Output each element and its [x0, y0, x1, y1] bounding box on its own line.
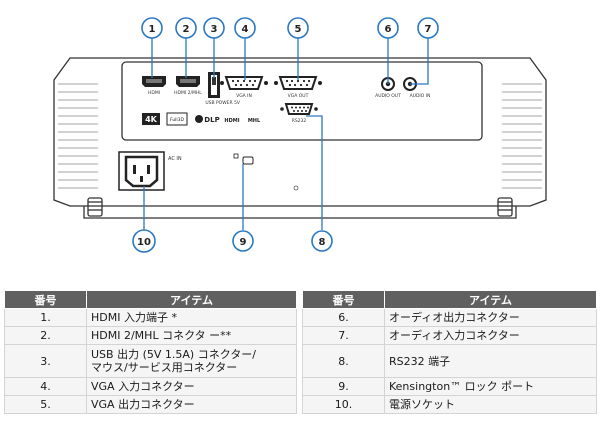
logo-4k-text: 4K [145, 115, 158, 124]
row-item: HDMI 入力端子 * [86, 308, 297, 327]
row-number: 1. [4, 308, 87, 327]
connector-table-right: 番号 アイテム 6. オーディオ出力コネクター 7. オーディオ入力コネクター … [302, 290, 597, 414]
projector-rear-diagram: HDMI HDMI 2/MHL USB POWER 5V VGA IN [53, 17, 547, 253]
audio-out-label: AUDIO OUT [375, 93, 401, 99]
callout-leader-lines [143, 38, 429, 230]
column-header-item: アイテム [384, 290, 597, 309]
svg-text:10: 10 [137, 237, 151, 248]
table-row: 3. USB 出力 (5V 1.5A) コネクター/ マウス/サービス用コネクタ… [4, 344, 297, 378]
callout-4: 4 [234, 17, 256, 39]
callout-8: 8 [311, 230, 333, 252]
row-item: VGA 入力コネクター [86, 377, 297, 396]
row-item: オーディオ入力コネクター [384, 326, 597, 345]
svg-text:4: 4 [242, 24, 249, 35]
row-item: USB 出力 (5V 1.5A) コネクター/ マウス/サービス用コネクター [86, 344, 297, 378]
row-number: 7. [302, 326, 385, 345]
row-number: 9. [302, 377, 385, 396]
vga-in-label: VGA IN [236, 93, 252, 99]
table-header-row: 番号 アイテム [4, 290, 297, 309]
row-item-line-1: USB 出力 (5V 1.5A) コネクター/ [91, 348, 256, 361]
callout-6: 6 [377, 17, 399, 39]
vga-out-port-icon [274, 76, 322, 90]
row-item: オーディオ出力コネクター [384, 308, 597, 327]
svg-text:3: 3 [211, 24, 218, 35]
vga-in-port-icon [220, 76, 268, 90]
svg-text:5: 5 [295, 24, 302, 35]
svg-text:8: 8 [319, 237, 326, 248]
table-row: 6. オーディオ出力コネクター [302, 308, 597, 327]
vga-out-label: VGA OUT [288, 93, 309, 99]
logo-4k-icon: 4K [142, 113, 160, 125]
row-number: 8. [302, 344, 385, 378]
rs232-port-icon [280, 103, 318, 115]
table-row: 7. オーディオ入力コネクター [302, 326, 597, 345]
kensington-lock-icon [233, 153, 254, 165]
callout-7: 7 [417, 17, 439, 39]
callout-3: 3 [203, 17, 225, 39]
callout-bubbles: 1 2 3 4 5 6 7 8 9 10 [132, 17, 439, 253]
table-row: 5. VGA 出力コネクター [4, 395, 297, 414]
row-number: 6. [302, 308, 385, 327]
svg-text:9: 9 [240, 237, 247, 248]
audio-in-label: AUDIO IN [410, 93, 431, 99]
row-item-line-2: マウス/サービス用コネクター [91, 361, 238, 374]
row-number: 3. [4, 344, 87, 378]
ac-in-label: AC IN [168, 156, 182, 162]
callout-5: 5 [287, 17, 309, 39]
table-header-row: 番号 アイテム [302, 290, 597, 309]
row-item: HDMI 2/MHL コネクタ ー** [86, 326, 297, 345]
column-header-number: 番号 [4, 290, 87, 309]
callout-10: 10 [132, 229, 156, 253]
row-number: 4. [4, 377, 87, 396]
callout-9: 9 [232, 230, 254, 252]
callout-2: 2 [175, 17, 197, 39]
hdmi-mhl-port-icon [176, 76, 200, 87]
row-item: Kensington™ ロック ポート [384, 377, 597, 396]
ac-power-socket-icon [118, 151, 165, 191]
rs232-label: RS232 [292, 118, 307, 124]
usb-port-label: USB [205, 100, 214, 106]
row-item: RS232 端子 [384, 344, 597, 378]
power-out-label: POWER 5V [216, 100, 241, 106]
row-number: 2. [4, 326, 87, 345]
column-header-item: アイテム [86, 290, 297, 309]
logo-full3d-text: Full3D [170, 117, 185, 123]
column-header-number: 番号 [302, 290, 385, 309]
table-row: 1. HDMI 入力端子 * [4, 308, 297, 327]
row-item: 電源ソケット [384, 395, 597, 414]
callout-1: 1 [141, 17, 163, 39]
svg-text:7: 7 [425, 24, 432, 35]
connector-table-left: 番号 アイテム 1. HDMI 入力端子 * 2. HDMI 2/MHL コネク… [4, 290, 297, 414]
row-item: VGA 出力コネクター [86, 395, 297, 414]
svg-text:6: 6 [385, 24, 392, 35]
hdmi-mhl-port-label: HDMI 2/MHL [174, 90, 202, 96]
hdmi-port-label: HDMI [148, 90, 160, 96]
logo-dlp-icon: DLP [195, 115, 220, 124]
logo-dlp-text: DLP [204, 116, 219, 124]
logo-hdmi-text: HDMI [224, 118, 239, 124]
logo-mhl-text: MHL [248, 118, 261, 124]
hdmi-port-icon [142, 76, 166, 87]
table-row: 8. RS232 端子 [302, 344, 597, 378]
row-number: 10. [302, 395, 385, 414]
svg-text:2: 2 [183, 24, 190, 35]
row-number: 5. [4, 395, 87, 414]
table-row: 9. Kensington™ ロック ポート [302, 377, 597, 396]
table-row: 2. HDMI 2/MHL コネクタ ー** [4, 326, 297, 345]
svg-text:1: 1 [149, 24, 156, 35]
table-row: 4. VGA 入力コネクター [4, 377, 297, 396]
logo-full3d-icon: Full3D [166, 112, 188, 126]
table-row: 10. 電源ソケット [302, 395, 597, 414]
usb-port-icon [208, 72, 220, 98]
